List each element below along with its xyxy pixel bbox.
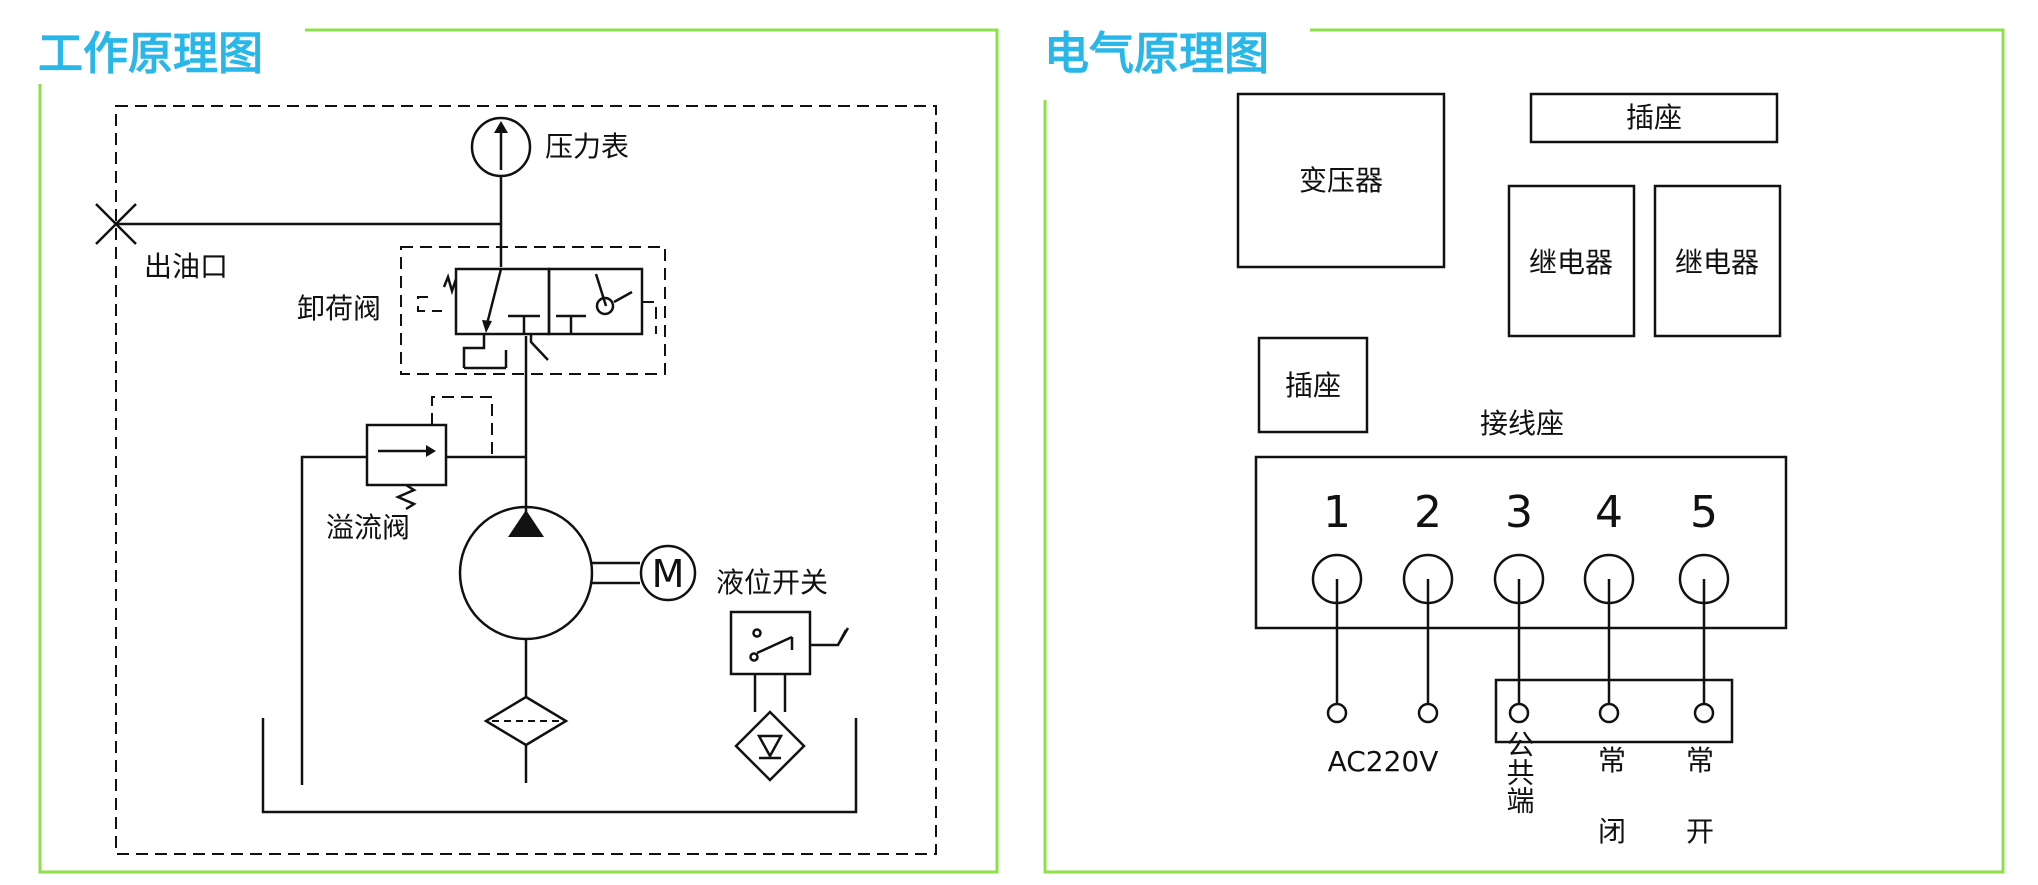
terminal-number: 3 — [1505, 487, 1533, 538]
transformer-label: 变压器 — [1299, 164, 1383, 197]
filter-icon — [483, 695, 569, 747]
socket-top-box — [1529, 92, 1779, 144]
terminal-number: 1 — [1323, 487, 1351, 538]
normally-open-label-top: 常 — [1686, 744, 1714, 777]
normally-closed-label-top: 常 — [1598, 744, 1626, 777]
terminal-block-box — [1254, 455, 1788, 630]
pressure-gauge-icon — [470, 116, 532, 178]
relay-box-2 — [1653, 184, 1782, 338]
terminal-1: 1 — [1311, 487, 1363, 724]
common-label: 公共端 — [1503, 730, 1536, 814]
relay-box-1 — [1507, 184, 1636, 338]
relay-label-1: 继电器 — [1529, 246, 1613, 279]
terminal-5: 5 — [1678, 487, 1730, 724]
outlet-cross-icon — [95, 203, 137, 245]
hydraulic-panel-title: 工作原理图 — [38, 27, 263, 80]
electrical-panel-frame — [1043, 28, 2005, 874]
pump-icon — [458, 505, 594, 641]
motor-symbol: M — [652, 552, 685, 596]
outlet-label: 出油口 — [144, 250, 228, 283]
unloading-valve-label: 卸荷阀 — [297, 292, 381, 325]
terminal-4: 4 — [1583, 487, 1635, 724]
socket-left-box — [1257, 336, 1369, 434]
normally-closed-label-bottom: 闭 — [1598, 815, 1626, 848]
system-boundary — [115, 105, 937, 855]
relay-contact-box — [1494, 678, 1734, 744]
hydraulic-panel: 工作原理图 压力表 出油口 — [38, 27, 999, 874]
relief-valve-label: 溢流阀 — [326, 511, 410, 544]
normally-open-label-bottom: 开 — [1686, 815, 1714, 848]
level-switch-icon — [729, 610, 850, 782]
level-switch-label: 液位开关 — [716, 566, 828, 599]
power-label: AC220V — [1328, 745, 1439, 778]
terminal-number: 4 — [1595, 487, 1623, 538]
pressure-gauge-label: 压力表 — [545, 130, 629, 163]
terminal-3: 3 — [1493, 487, 1545, 724]
oil-tank — [261, 718, 858, 814]
electrical-panel-title: 电气原理图 — [1044, 27, 1269, 80]
unloading-valve-icon — [400, 246, 666, 375]
socket-left-label: 插座 — [1285, 369, 1341, 402]
relief-valve-icon — [365, 396, 526, 511]
hydraulic-panel-frame — [38, 28, 999, 874]
relay-label-2: 继电器 — [1675, 246, 1759, 279]
transformer-box — [1236, 92, 1446, 269]
socket-top-label: 插座 — [1626, 101, 1682, 134]
terminal-number: 5 — [1690, 487, 1718, 538]
terminal-number: 2 — [1414, 487, 1442, 538]
terminal-2: 2 — [1402, 487, 1454, 724]
motor-icon: M — [639, 544, 697, 602]
terminal-block-label: 接线座 — [1480, 407, 1564, 440]
electrical-panel: 电气原理图 变压器 插座 继电器 继电器 插座 接线座 1 2 — [1043, 27, 2005, 874]
